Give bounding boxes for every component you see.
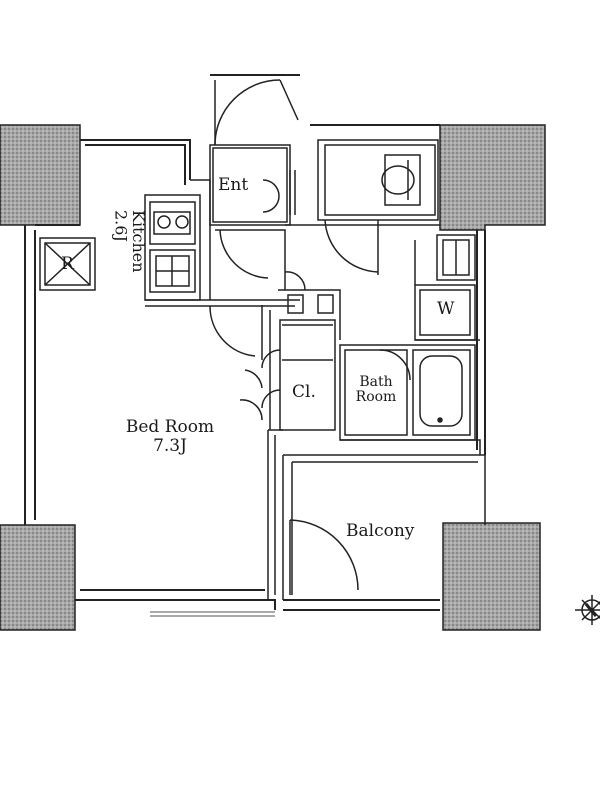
washer-label: W — [437, 299, 455, 319]
structural-columns — [0, 124, 546, 631]
column-top-right — [439, 124, 546, 231]
outer-walls — [24, 74, 486, 611]
kitchen-counter — [144, 179, 300, 307]
refrigerator-space — [39, 237, 96, 291]
column-bottom-right — [442, 522, 541, 631]
bedroom-label: Bed Room 7.3J — [85, 418, 255, 455]
bedroom-size: 7.3J — [153, 435, 187, 456]
washroom — [414, 234, 480, 341]
refrigerator-label: R — [61, 254, 74, 274]
kitchen-size: 2.6J — [111, 210, 131, 242]
entrance-door-swing — [214, 79, 281, 146]
balcony-area — [267, 429, 486, 600]
window-bottom — [150, 611, 275, 617]
bath-area — [339, 344, 481, 455]
hallway — [209, 224, 440, 430]
closet-label: Cl. — [292, 382, 316, 402]
kitchen-name: Kitchen — [129, 210, 149, 273]
column-bottom-left — [0, 524, 76, 631]
bedroom-name: Bed Room — [125, 417, 215, 437]
closet-area — [239, 319, 336, 431]
bath-size: Room — [355, 389, 397, 406]
column-top-left — [0, 124, 81, 226]
balcony-label: Balcony — [346, 521, 415, 541]
entrance-label: Ent — [218, 175, 249, 195]
bath-label: Bath Room — [345, 374, 407, 406]
toilet-room — [317, 139, 439, 275]
compass-icon — [575, 595, 600, 625]
entrance-area — [209, 79, 299, 226]
kitchen-label: Kitchen 2.6J — [111, 210, 149, 273]
bath-name: Bath — [359, 374, 393, 390]
